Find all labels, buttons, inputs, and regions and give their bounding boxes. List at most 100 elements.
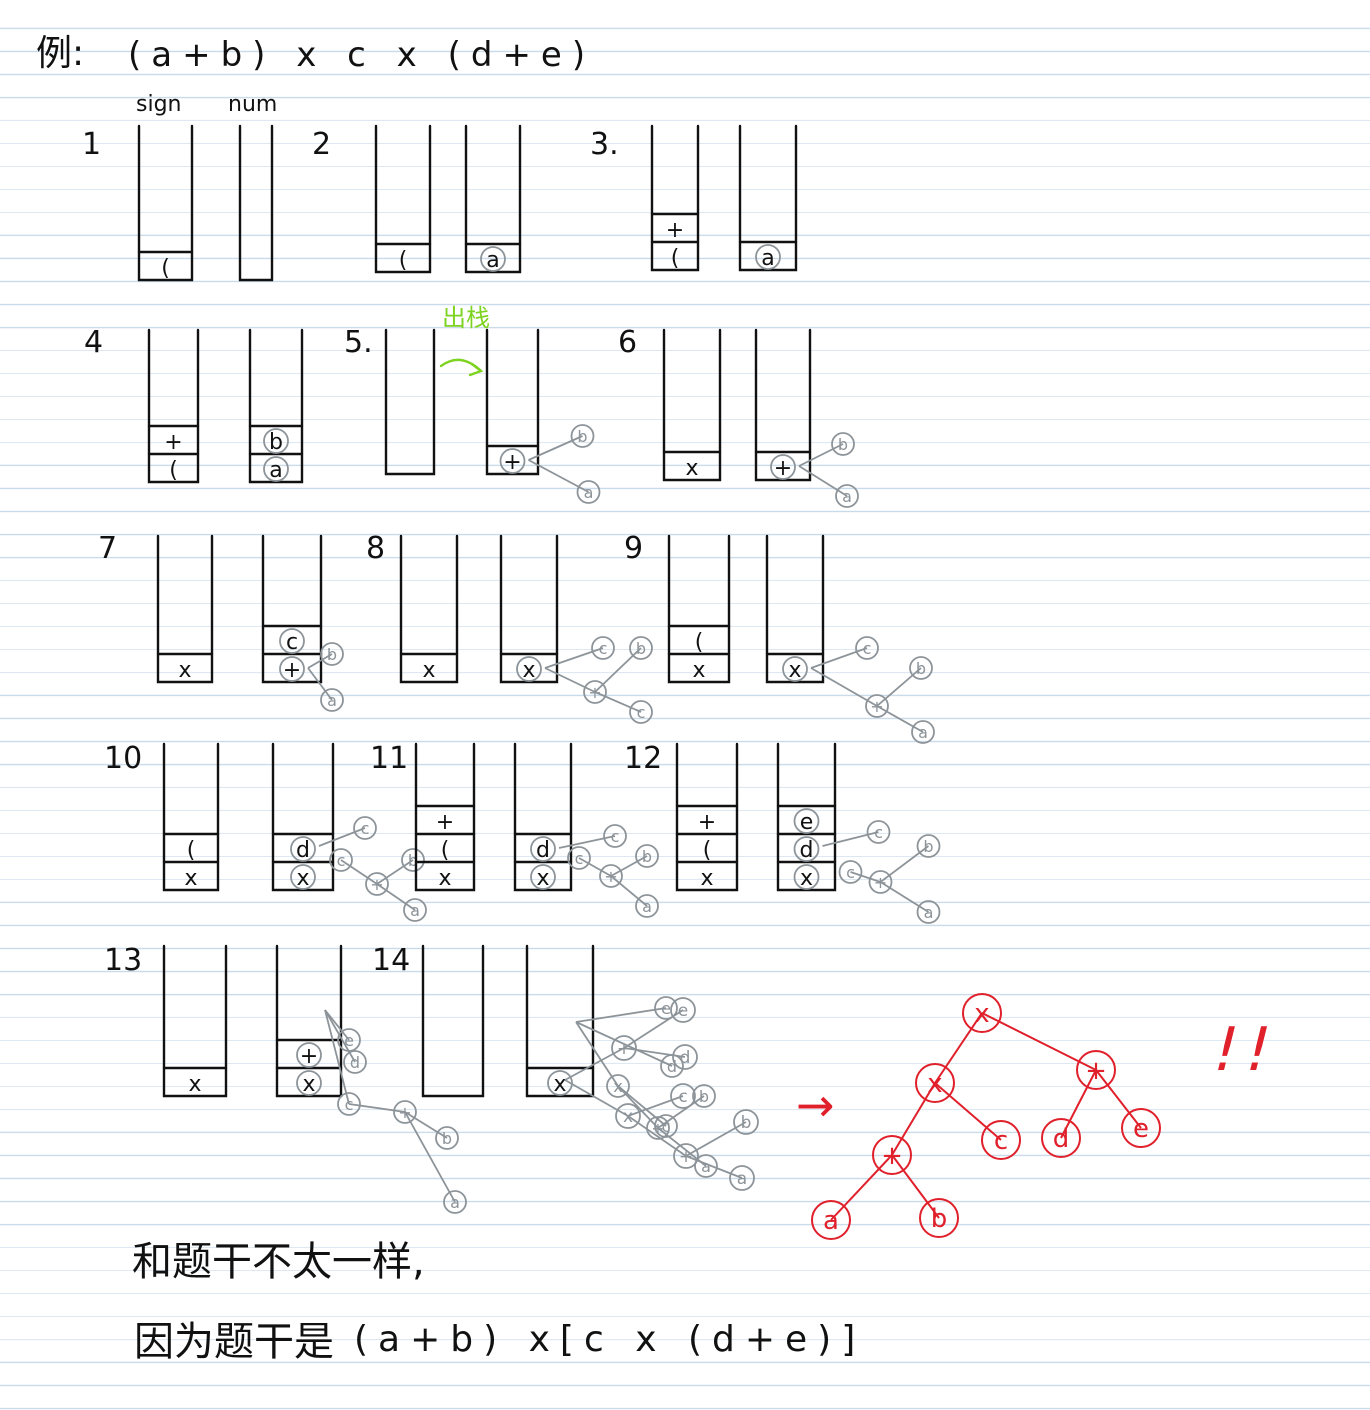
tree-node-label: a <box>327 691 337 710</box>
tree-edge <box>578 857 612 877</box>
num-node-circle <box>793 836 820 862</box>
result-node-label: c <box>994 1126 1008 1156</box>
tree-edge <box>810 667 878 707</box>
tree-edge <box>798 465 848 497</box>
sign-item: ( <box>161 256 170 281</box>
num-stack-outline <box>238 124 274 282</box>
tree-edge <box>558 835 616 849</box>
step-2: 2(a <box>312 124 522 274</box>
step-3: 3.(+a <box>590 124 798 272</box>
result-node-rl <box>1041 1118 1081 1158</box>
tree-edge <box>610 855 648 877</box>
tree-node <box>603 824 627 848</box>
tree-node <box>654 1114 678 1138</box>
tree-node <box>599 864 623 888</box>
tree-node <box>329 848 353 872</box>
tree-node-label: a <box>584 483 594 502</box>
tree-edge <box>657 1095 705 1129</box>
sign-item: ( <box>695 630 704 655</box>
num-item: e <box>800 810 814 835</box>
sign-item: x <box>422 658 435 683</box>
tree-node-label: a <box>410 901 420 920</box>
result-edge <box>934 1082 1002 1141</box>
tree-node-label: a <box>737 1169 747 1189</box>
pop-arrow-head <box>468 362 484 377</box>
tree-node-label: c <box>575 849 584 868</box>
sign-item: x <box>178 658 191 683</box>
sign-stack-outline <box>667 534 731 684</box>
tree-node <box>868 870 893 894</box>
tree-edge <box>685 1155 743 1179</box>
tree-node-label: c <box>874 823 883 842</box>
result-edge <box>981 1012 1097 1071</box>
sign-item: ( <box>671 246 680 271</box>
step-number: 1 <box>82 127 101 162</box>
num-node-circle <box>279 656 305 682</box>
tree-node <box>692 1084 716 1108</box>
num-item: c <box>286 630 298 655</box>
tree-node <box>401 848 425 872</box>
step-number: 14 <box>372 943 410 978</box>
tree-edge <box>594 691 642 713</box>
tree-edge <box>376 883 416 911</box>
result-node-label: x <box>927 1069 942 1099</box>
num-item: x <box>536 866 549 891</box>
tree-node-label: + <box>870 697 883 716</box>
tree-node <box>831 432 855 456</box>
tree-edge <box>685 1121 747 1157</box>
num-node-circle <box>263 428 289 454</box>
tree-edge <box>575 1021 619 1087</box>
tree-node <box>635 894 659 918</box>
sign-item: ( <box>169 458 178 483</box>
step-5: 5. + b a <box>344 325 601 504</box>
step-number: 2 <box>312 127 331 162</box>
num-node-circle <box>755 244 781 270</box>
tree-node <box>635 844 659 868</box>
tree-node <box>320 642 344 666</box>
step-number: 9 <box>624 531 643 566</box>
tree-edge <box>404 1111 448 1139</box>
result-edge <box>934 1012 983 1084</box>
num-node-circle <box>290 836 316 862</box>
sign-stack-outline <box>137 124 194 282</box>
tree-node <box>320 688 344 712</box>
sign-item: x <box>685 456 698 481</box>
tree-node <box>729 1165 755 1191</box>
tree-edge <box>617 1085 659 1129</box>
tree-node <box>629 700 653 724</box>
tree-edge <box>307 653 333 669</box>
num-item: a <box>761 246 774 271</box>
tree-node <box>865 694 889 718</box>
tree-node-label: b <box>577 427 587 446</box>
num-item: x <box>522 658 535 683</box>
tree-node-label: c <box>846 863 855 882</box>
tree-node <box>570 424 595 448</box>
sign-stack-label: sign <box>136 92 182 117</box>
tree-node <box>393 1100 417 1124</box>
num-stack-outline <box>776 742 837 892</box>
tree-node <box>673 1143 699 1169</box>
num-item: + <box>503 450 521 475</box>
sign-stack-outline <box>662 328 722 482</box>
tree-edge <box>307 667 333 701</box>
tree-node-label: + <box>874 873 887 892</box>
sign-item: x <box>188 1072 201 1097</box>
num-stack-outline <box>261 534 323 684</box>
num-stack-outline <box>525 944 595 1098</box>
tree-node-label: + <box>679 1147 693 1167</box>
sign-item: x <box>184 866 197 891</box>
sign-stack-outline <box>399 534 459 684</box>
num-node-circle <box>793 864 820 890</box>
num-stack-outline <box>738 124 798 272</box>
tree-node <box>403 898 427 922</box>
tree-edge <box>318 827 366 847</box>
num-stack-outline <box>485 328 540 476</box>
step-number: 5. <box>344 325 373 360</box>
tree-node-label: + <box>398 1103 411 1122</box>
tree-node <box>435 1126 459 1150</box>
tree-edge <box>376 859 414 885</box>
